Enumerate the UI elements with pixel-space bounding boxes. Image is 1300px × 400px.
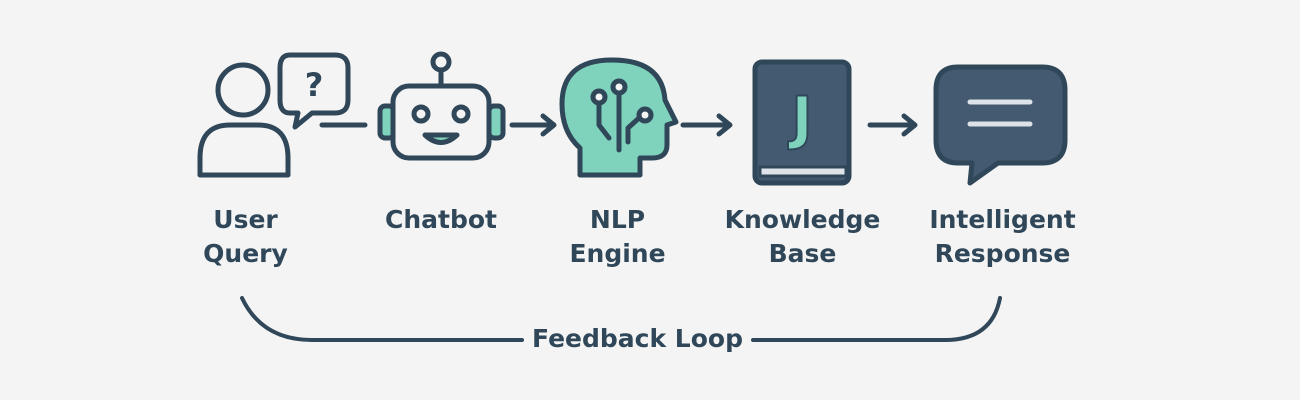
robot-antenna-tip: [430, 51, 452, 73]
feedback-arc-right: [751, 296, 1002, 342]
robot-head: [390, 83, 492, 161]
question-bubble-icon: [277, 52, 351, 130]
brain-circuit-head-icon: [559, 57, 679, 178]
user-head-icon: [215, 62, 271, 118]
step-label-nlp-engine: NLP Engine: [569, 205, 666, 268]
arrow-knowledge-to-response: [867, 113, 918, 137]
step-label-intelligent-response: Intelligent Response: [929, 205, 1076, 268]
robot-icon: [377, 51, 506, 161]
arrow-chatbot-to-nlp: [509, 113, 557, 137]
book-cover: [752, 59, 852, 186]
arrow-nlp-to-knowledge: [680, 113, 733, 137]
book-letter: J: [787, 84, 813, 152]
feedback-loop-arc: [240, 296, 1002, 342]
step-label-knowledge-base: Knowledge Base: [724, 205, 881, 268]
book-icon: J: [752, 59, 852, 186]
feedback-arc-left: [240, 296, 524, 342]
user-question-icon: ?: [197, 52, 351, 178]
circuit-nodes: [590, 78, 654, 124]
step-label-user-query: User Query: [203, 205, 288, 268]
step-label-chatbot: Chatbot: [385, 205, 497, 234]
user-body-icon: [197, 122, 291, 178]
question-mark: ?: [305, 66, 324, 104]
robot-mouth: [422, 132, 460, 145]
robot-left-eye: [411, 104, 431, 124]
speech-bubble-icon: [933, 64, 1068, 186]
feedback-loop-label: Feedback Loop: [532, 324, 743, 353]
book-pages: [758, 165, 848, 178]
robot-right-eye: [451, 104, 471, 124]
circuit-traces: [596, 90, 642, 153]
